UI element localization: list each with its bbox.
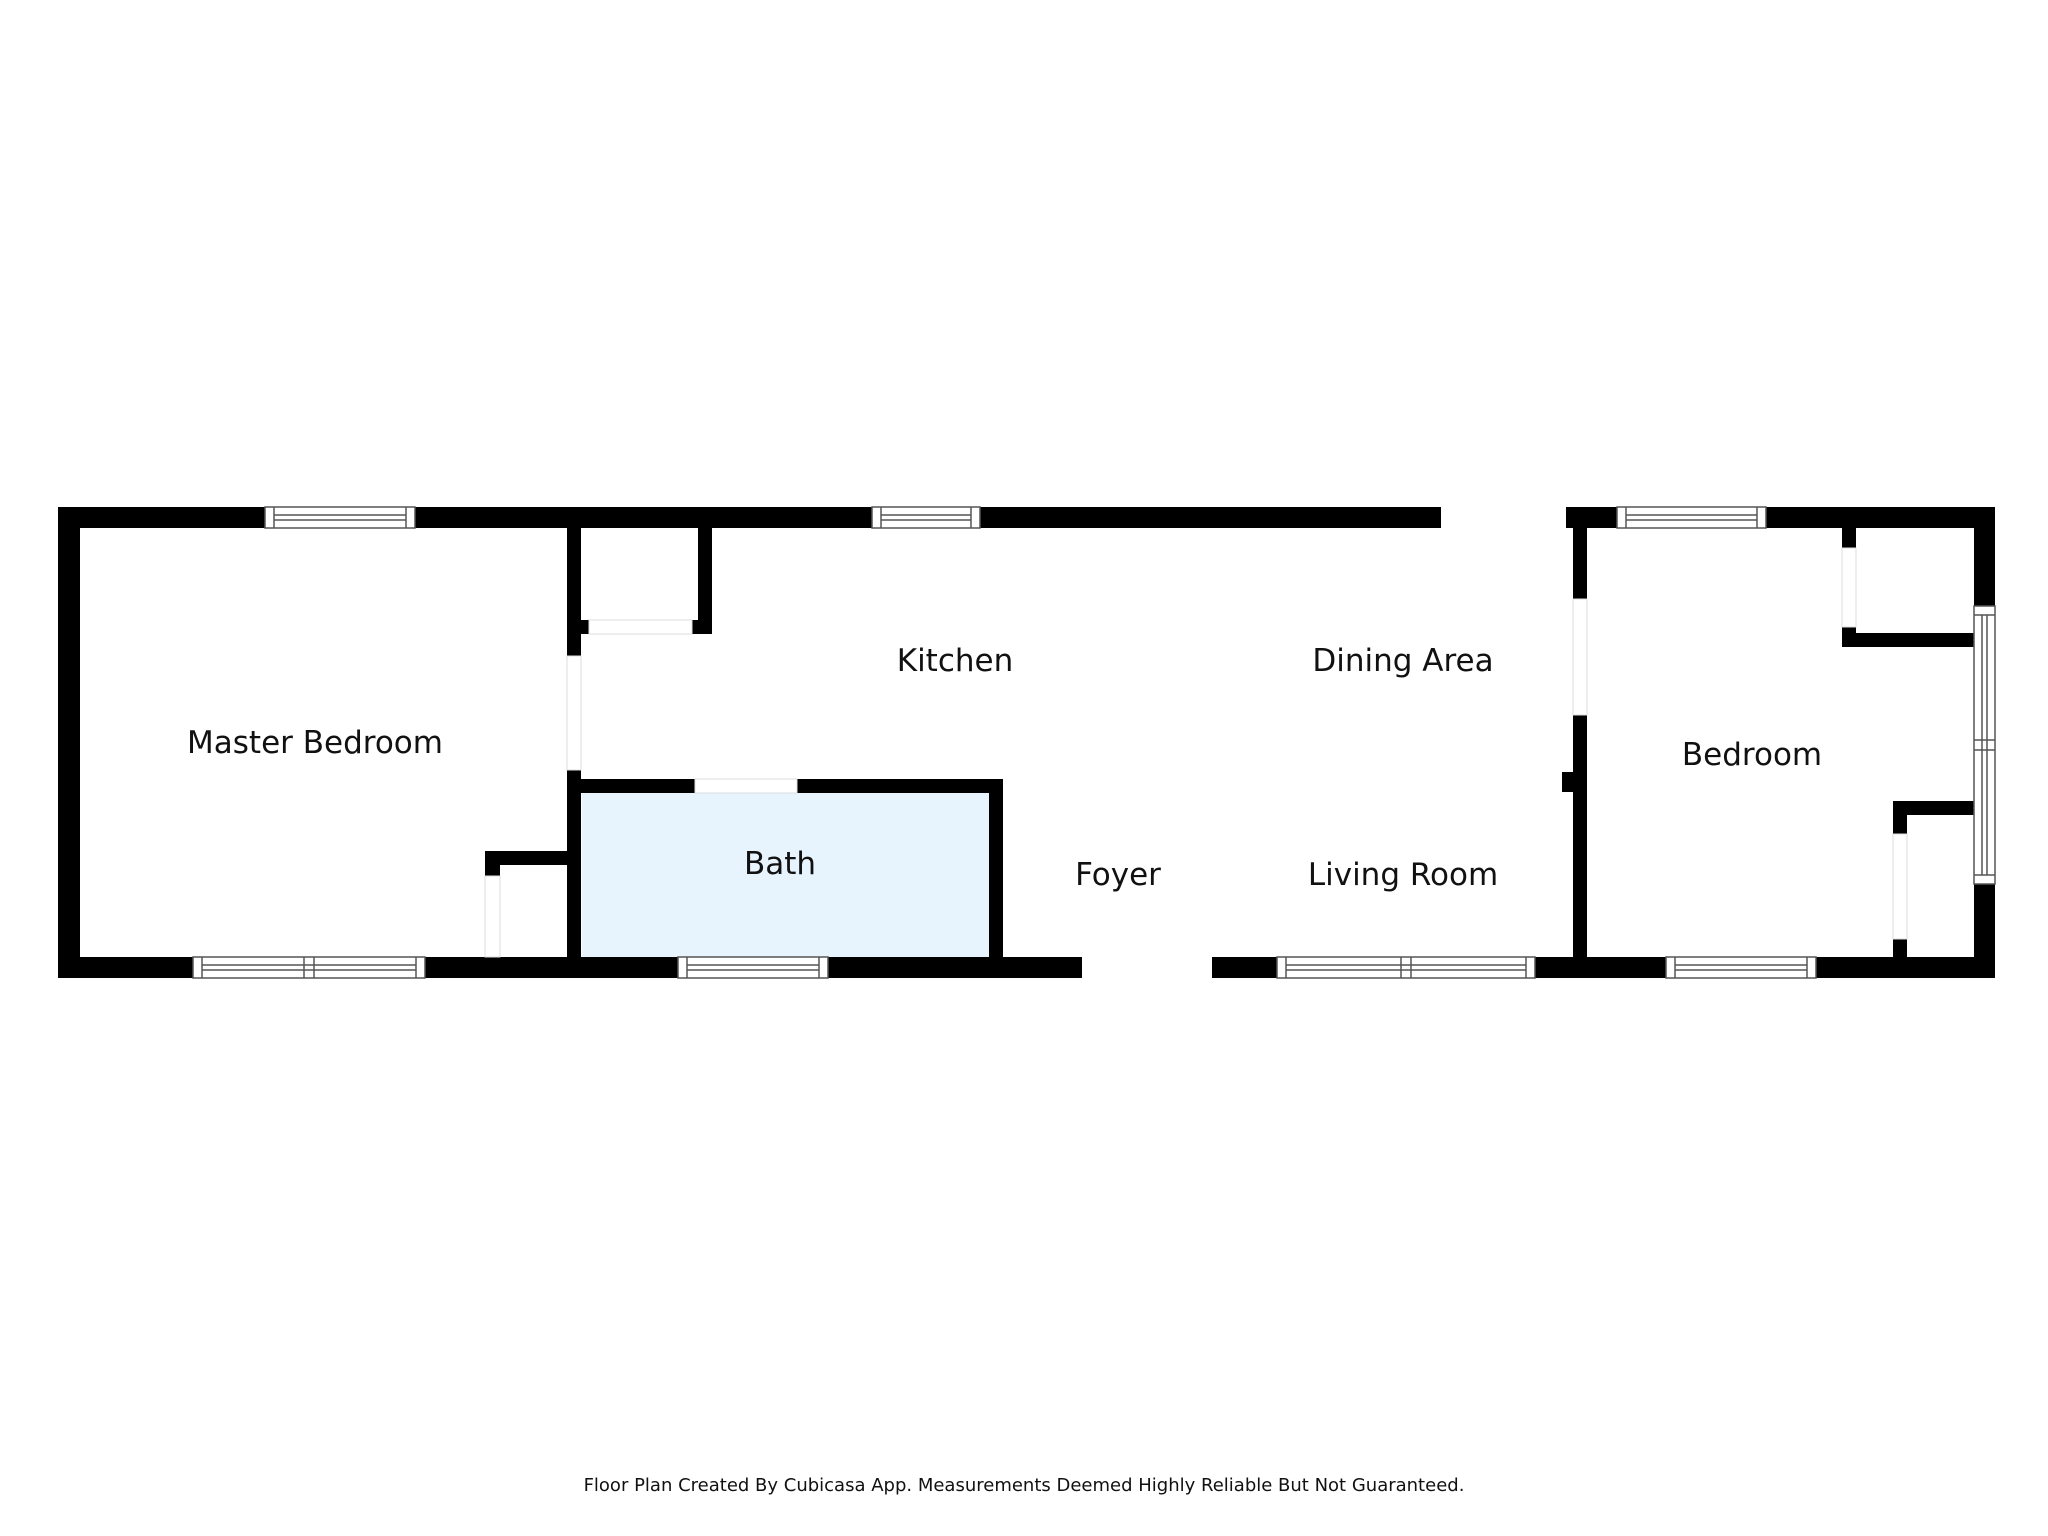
wall-left xyxy=(58,507,80,978)
door-opening xyxy=(484,875,501,958)
room-label-bath: Bath xyxy=(744,846,816,882)
wall-closet-upper-bottom xyxy=(1842,633,1975,647)
windows xyxy=(192,506,1996,979)
window xyxy=(871,506,981,529)
wall-bath-top-right xyxy=(797,779,1002,793)
openings xyxy=(1082,507,1995,978)
wall-bedroom-west-upper xyxy=(1573,528,1587,599)
doors xyxy=(484,547,1908,958)
door-opening xyxy=(694,778,798,794)
wall-master-closet-left xyxy=(485,851,500,876)
wall-bedroom-west-stub xyxy=(1562,772,1574,792)
wall-bedroom-west-lower xyxy=(1573,715,1587,960)
window xyxy=(1973,605,1996,885)
wall-pantry-stub-right xyxy=(692,620,712,634)
footer-disclaimer: Floor Plan Created By Cubicasa App. Meas… xyxy=(583,1475,1465,1496)
room-label-dining-area: Dining Area xyxy=(1312,643,1493,679)
wall-closet-upper-west xyxy=(1842,528,1856,548)
bath-floor xyxy=(582,792,990,957)
wall-bath-top-left xyxy=(581,779,695,793)
wall-closet-lower-west-lower xyxy=(1893,939,1907,959)
wall-pantry-east xyxy=(698,528,712,634)
room-label-foyer: Foyer xyxy=(1075,857,1161,893)
room-label-bedroom: Bedroom xyxy=(1682,737,1822,773)
wall-master-closet-top xyxy=(485,851,569,865)
window xyxy=(1276,956,1536,979)
top-opening xyxy=(1441,507,1566,528)
wall-master-east-upper xyxy=(567,528,581,656)
wall-master-east-lower xyxy=(567,770,581,960)
interior-walls xyxy=(485,528,1975,961)
wall-pantry-stub-left xyxy=(580,620,589,634)
room-label-kitchen: Kitchen xyxy=(897,643,1014,679)
front-door-opening xyxy=(1082,957,1212,978)
door-opening xyxy=(566,655,582,771)
wall-bath-east xyxy=(989,779,1003,961)
door-opening xyxy=(1892,833,1908,940)
window xyxy=(264,506,416,529)
door-opening xyxy=(588,619,693,635)
door-opening xyxy=(1572,598,1588,716)
door-opening xyxy=(1841,547,1857,628)
room-label-master-bedroom: Master Bedroom xyxy=(187,725,443,761)
window xyxy=(192,956,426,979)
window xyxy=(677,956,829,979)
room-label-living-room: Living Room xyxy=(1308,857,1498,893)
wall-closet-lower-west-upper xyxy=(1893,801,1907,834)
wall-closet-lower-top xyxy=(1893,801,1975,815)
window xyxy=(1665,956,1817,979)
window xyxy=(1616,506,1767,529)
